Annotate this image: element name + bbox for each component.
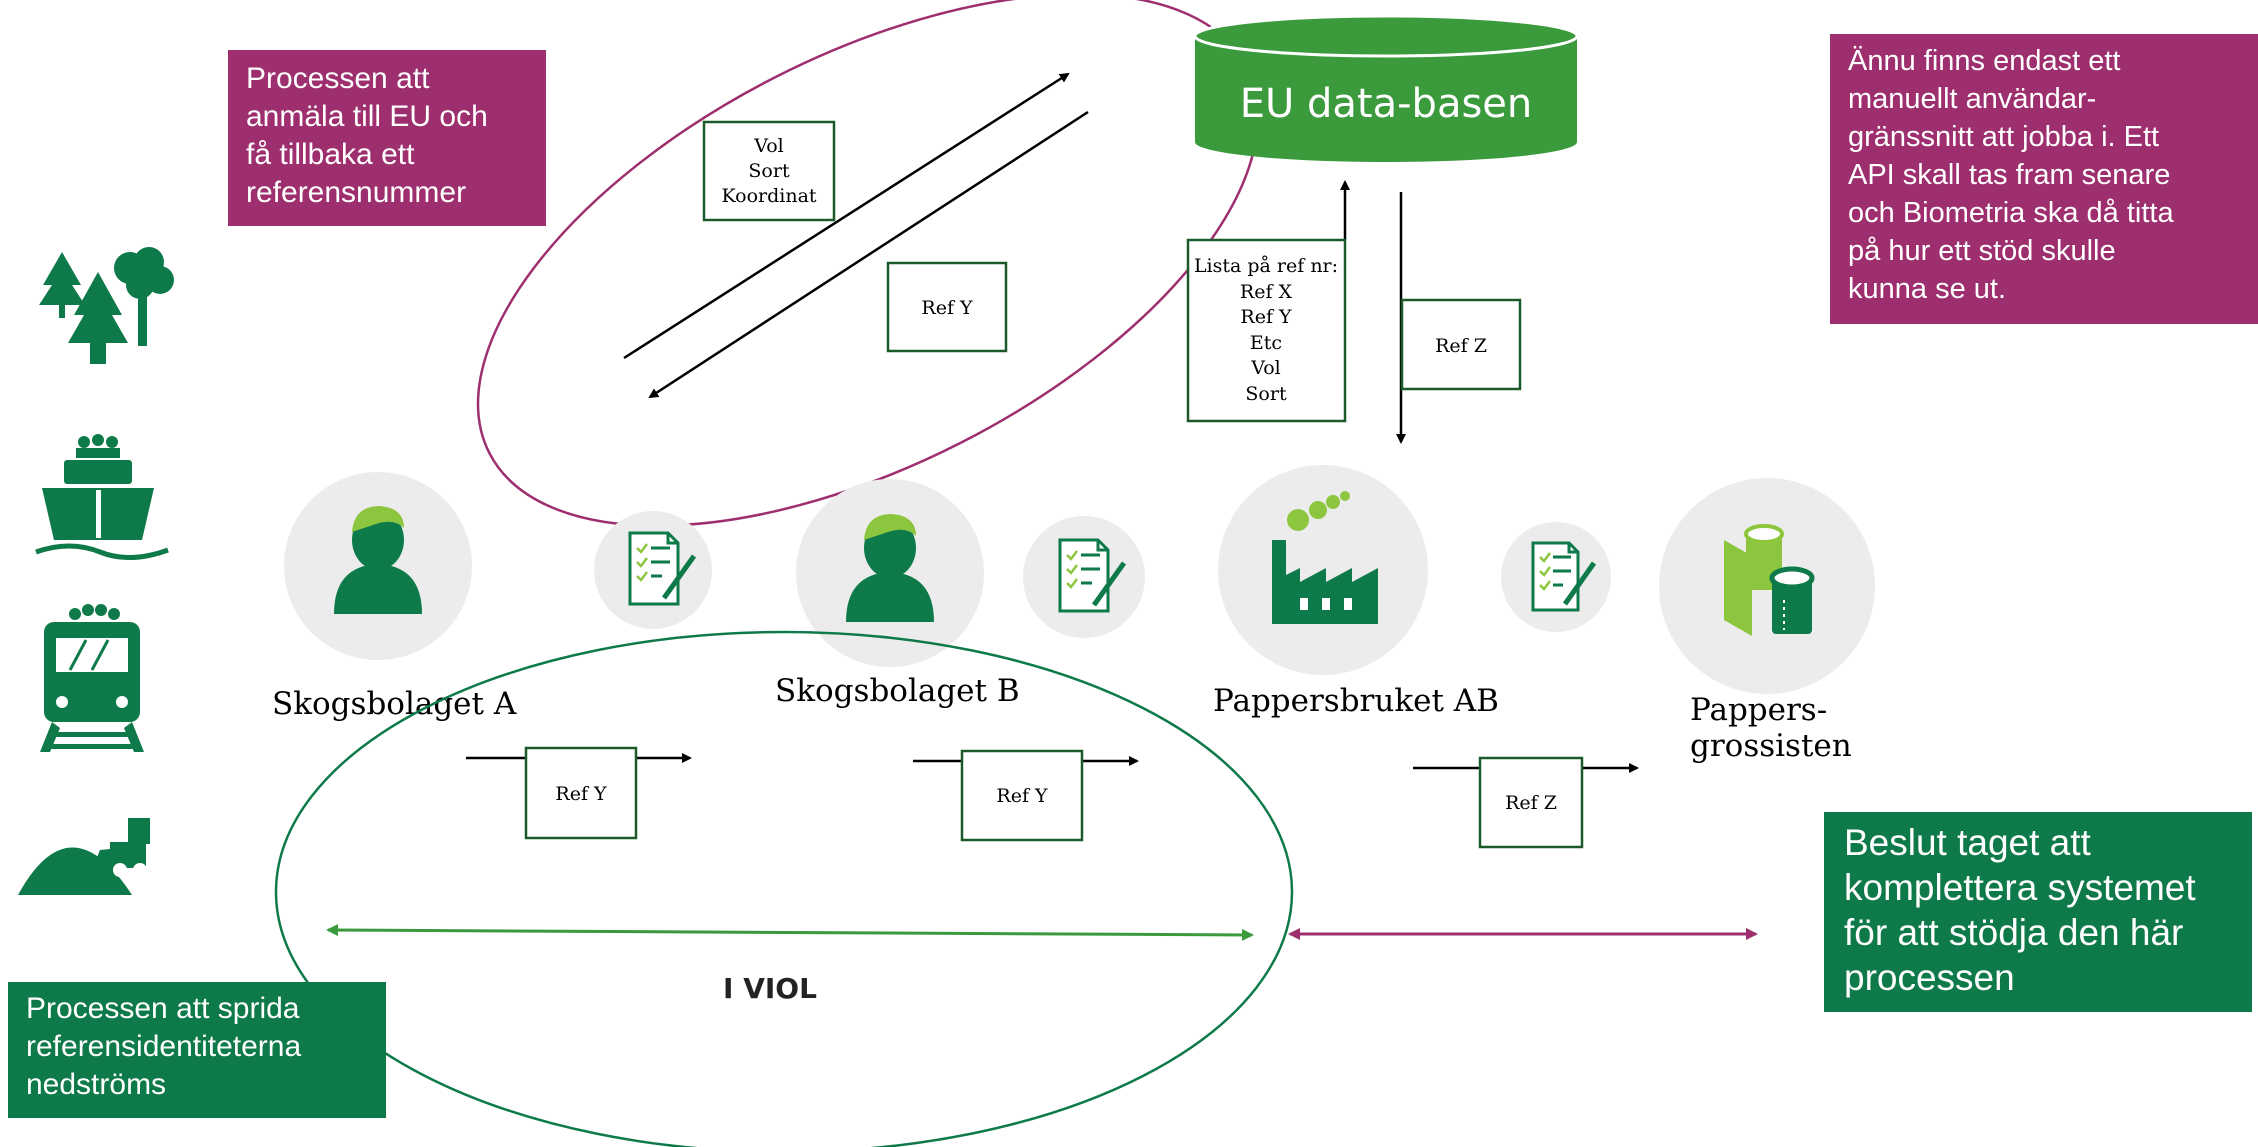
box-label: Ref Z — [1435, 335, 1487, 357]
document-sign-icon — [1023, 516, 1145, 638]
ref-z-top-box: Ref Z — [1400, 298, 1522, 391]
box-label: Ref Y — [921, 297, 973, 319]
box-label: Ref Z — [1505, 792, 1557, 814]
box-line: Sort — [748, 160, 790, 182]
decision-callout: Beslut taget att komplettera systemet fö… — [1824, 812, 2252, 1012]
pappersgrossisten-node — [1659, 478, 1875, 694]
viol-ellipse — [274, 630, 1294, 1147]
viol-scope-arrow — [326, 924, 1254, 941]
factory-icon — [1272, 491, 1378, 624]
box-label: Ref Y — [996, 785, 1048, 807]
vol-sort-koordinat-box: Vol Sort Koordinat — [702, 120, 836, 222]
actor-label-grossist: Pappers- — [1690, 692, 1827, 728]
ref-y-top-box: Ref Y — [886, 261, 1008, 353]
box-label: Ref Y — [555, 783, 607, 805]
ship-icon — [35, 434, 169, 561]
actor-label-skogsbolaget-a: Skogsbolaget A — [272, 686, 517, 722]
paper-rolls-icon — [1724, 524, 1815, 636]
train-icon — [40, 604, 144, 752]
database-icon: EU data-basen — [1193, 14, 1579, 162]
box-line: Ref Y — [1240, 306, 1292, 328]
ref-y-b-box: Ref Y — [960, 749, 1084, 842]
eu-process-callout: Processen att anmäla till EU och få till… — [228, 50, 546, 226]
document-sign-icon — [594, 511, 712, 629]
actor-label-pappersbruket: Pappersbruket AB — [1213, 683, 1499, 719]
skogsbolaget-b-node — [796, 479, 984, 667]
actor-label-grossist: grossisten — [1690, 728, 1852, 764]
manual-ui-callout: Ännu finns endast ett manuellt användar-… — [1830, 34, 2258, 324]
skogsbolaget-a-node — [284, 472, 472, 660]
box-line: Koordinat — [721, 185, 816, 207]
ref-z-bottom-box: Ref Z — [1478, 756, 1584, 849]
database-label: EU data-basen — [1240, 81, 1533, 127]
pappersbruket-node — [1218, 465, 1428, 675]
box-line: Lista på ref nr: — [1194, 255, 1338, 277]
from-eu-arrow — [648, 110, 1089, 399]
trees-icon — [39, 247, 174, 364]
box-line: Vol — [753, 135, 784, 157]
box-line: Vol — [1250, 357, 1281, 379]
box-line: Sort — [1245, 383, 1287, 405]
viol-label: I VIOL — [723, 972, 817, 1005]
ref-list-box: Lista på ref nr: Ref X Ref Y Etc Vol Sor… — [1186, 238, 1347, 423]
spread-process-callout: Processen att sprida referensidentiteter… — [8, 982, 386, 1118]
pile-loader-icon — [18, 818, 150, 895]
document-sign-icon — [1501, 522, 1611, 632]
box-line: Ref X — [1240, 281, 1293, 303]
to-eu-arrow — [623, 72, 1070, 360]
person-icon — [846, 514, 934, 622]
box-line: Etc — [1250, 332, 1282, 354]
person-icon — [334, 506, 422, 614]
actor-label-skogsbolaget-b: Skogsbolaget B — [775, 673, 1020, 709]
ref-y-a-box: Ref Y — [524, 746, 638, 840]
